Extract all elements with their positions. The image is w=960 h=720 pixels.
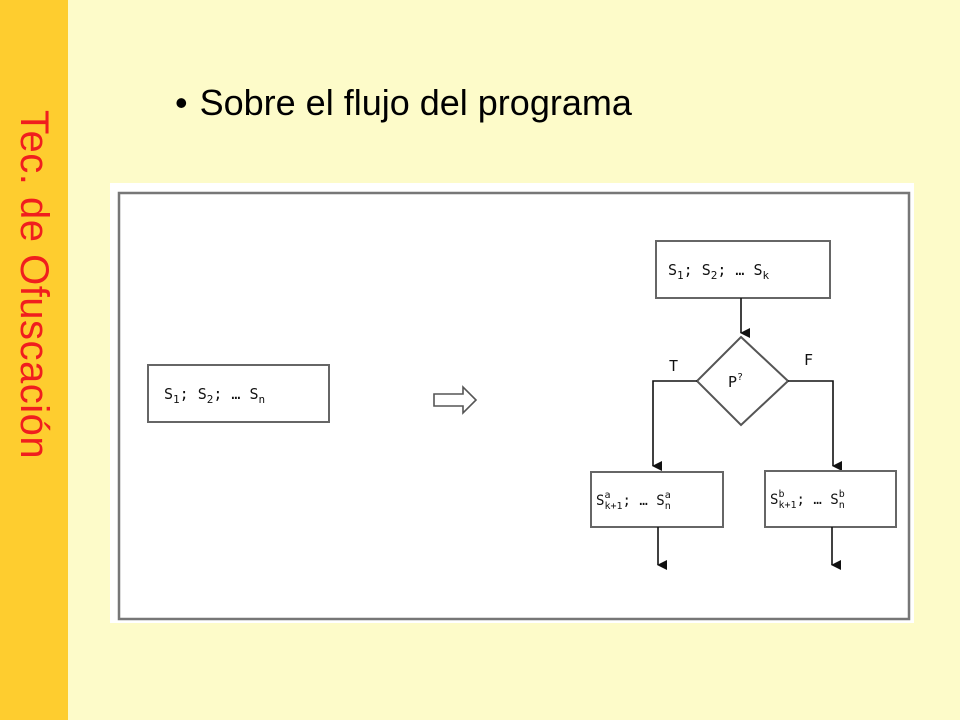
right-s1: S (770, 492, 778, 508)
predicate-label: P? (728, 372, 743, 391)
bullet-text: Sobre el flujo del programa (199, 82, 632, 123)
original-sn-sub: n (259, 393, 266, 406)
bullet-point: • Sobre el flujo del programa (175, 82, 632, 124)
right-s1-sup: b (778, 489, 784, 500)
original-sn: ; … S (213, 385, 258, 403)
original-s2: ; S (180, 385, 207, 403)
right-s2-sub: n (839, 500, 845, 511)
right-s1-sub: k+1 (778, 500, 796, 511)
original-s1-sub: 1 (173, 393, 180, 406)
original-s2-sub: 2 (207, 393, 214, 406)
predicate-question: ? (737, 372, 743, 383)
side-bar (0, 0, 68, 720)
true-branch-block (590, 471, 724, 528)
true-branch-line (652, 380, 697, 471)
left-s1: S (596, 493, 604, 509)
left-s1-sub: k+1 (604, 501, 622, 512)
transform-arrow-icon (433, 385, 478, 415)
original-block (147, 364, 330, 423)
false-branch-label: F (804, 351, 813, 369)
top-sk-sub: k (763, 269, 770, 282)
predicate-diamond (695, 335, 790, 427)
original-s1: S (164, 385, 173, 403)
false-branch-line (788, 380, 842, 471)
top-s1-sub: 1 (677, 269, 684, 282)
right-s2: ; … S (797, 492, 839, 508)
left-s2-sub: n (665, 501, 671, 512)
top-sk: ; … S (717, 261, 762, 279)
top-s1: S (668, 261, 677, 279)
predicate-p: P (728, 373, 737, 391)
side-title: Tec. de Ofuscación (12, 110, 56, 460)
false-branch-block (764, 470, 897, 528)
original-block-label: S1; S2; … Sn (164, 385, 265, 406)
top-block (655, 240, 831, 299)
left-s1-sup: a (604, 490, 610, 501)
top-s2-sub: 2 (711, 269, 718, 282)
right-s2-sup: b (839, 489, 845, 500)
top-block-label: S1; S2; … Sk (668, 261, 770, 282)
bullet-dot: • (175, 82, 188, 123)
left-s2-sup: a (665, 490, 671, 501)
true-branch-label: T (669, 357, 678, 375)
left-s2: ; … S (623, 493, 665, 509)
top-s2: ; S (684, 261, 711, 279)
